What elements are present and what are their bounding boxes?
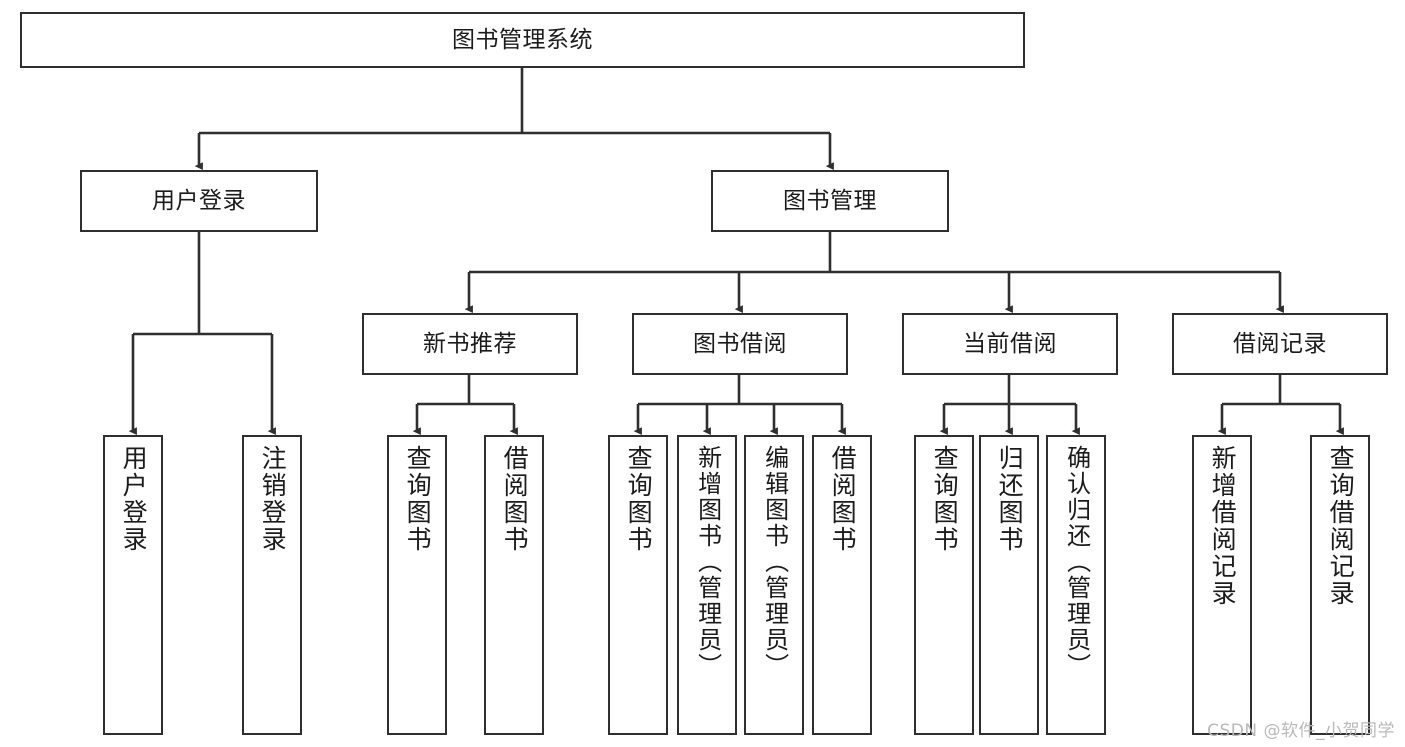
leaf-book-borrow-edit-book-admin[interactable]: 编辑图书（管理员） bbox=[744, 435, 804, 735]
node-label: 当前借阅 bbox=[963, 330, 1057, 357]
leaf-new-books-borrow-book[interactable]: 借阅图书 bbox=[484, 435, 544, 735]
leaf-current-borrow-confirm-return-admin[interactable]: 确认归还（管理员） bbox=[1046, 435, 1106, 735]
leaf-current-borrow-query-book[interactable]: 查询图书 bbox=[914, 435, 974, 735]
node-label: 编辑图书（管理员） bbox=[760, 445, 789, 679]
leaf-borrow-record-query-record[interactable]: 查询借阅记录 bbox=[1310, 435, 1370, 735]
node-borrowing-records[interactable]: 借阅记录 bbox=[1172, 313, 1388, 375]
csdn-watermark: CSDN @软件_小贺同学 bbox=[1207, 721, 1395, 741]
node-label: 新增借阅记录 bbox=[1208, 445, 1238, 607]
leaf-current-borrow-return-book[interactable]: 归还图书 bbox=[979, 435, 1039, 735]
leaf-user-login-login[interactable]: 用户登录 bbox=[103, 435, 163, 735]
leaf-new-books-query-book[interactable]: 查询图书 bbox=[387, 435, 447, 735]
leaf-book-borrow-add-book-admin[interactable]: 新增图书（管理员） bbox=[677, 435, 737, 735]
leaf-borrow-record-add-record[interactable]: 新增借阅记录 bbox=[1192, 435, 1252, 735]
node-label: 查询图书 bbox=[403, 445, 433, 553]
node-label: 借阅图书 bbox=[828, 445, 858, 553]
node-label: 确认归还（管理员） bbox=[1062, 445, 1091, 679]
leaf-user-login-logout[interactable]: 注销登录 bbox=[242, 435, 302, 735]
node-label: 查询借阅记录 bbox=[1326, 445, 1356, 607]
node-label: 图书管理 bbox=[783, 187, 877, 214]
leaf-book-borrow-borrow-book[interactable]: 借阅图书 bbox=[812, 435, 872, 735]
node-label: 新书推荐 bbox=[423, 330, 517, 357]
node-user-login[interactable]: 用户登录 bbox=[80, 170, 318, 232]
node-label: 查询图书 bbox=[624, 445, 654, 553]
node-label: 借阅记录 bbox=[1233, 330, 1327, 357]
node-current-borrowing[interactable]: 当前借阅 bbox=[902, 313, 1118, 375]
node-label: 查询图书 bbox=[930, 445, 960, 553]
node-label: 用户登录 bbox=[152, 187, 246, 214]
node-label: 图书管理系统 bbox=[452, 26, 593, 53]
node-label: 借阅图书 bbox=[500, 445, 530, 553]
node-label: 注销登录 bbox=[258, 445, 288, 553]
leaf-book-borrow-query-book[interactable]: 查询图书 bbox=[608, 435, 668, 735]
node-root-book-management-system[interactable]: 图书管理系统 bbox=[20, 12, 1025, 68]
node-book-borrowing[interactable]: 图书借阅 bbox=[632, 313, 848, 375]
node-label: 图书借阅 bbox=[693, 330, 787, 357]
node-label: 用户登录 bbox=[119, 445, 149, 553]
node-new-book-recommendation[interactable]: 新书推荐 bbox=[362, 313, 578, 375]
node-book-management[interactable]: 图书管理 bbox=[711, 170, 949, 232]
node-label: 归还图书 bbox=[995, 445, 1025, 553]
node-label: 新增图书（管理员） bbox=[693, 445, 722, 679]
